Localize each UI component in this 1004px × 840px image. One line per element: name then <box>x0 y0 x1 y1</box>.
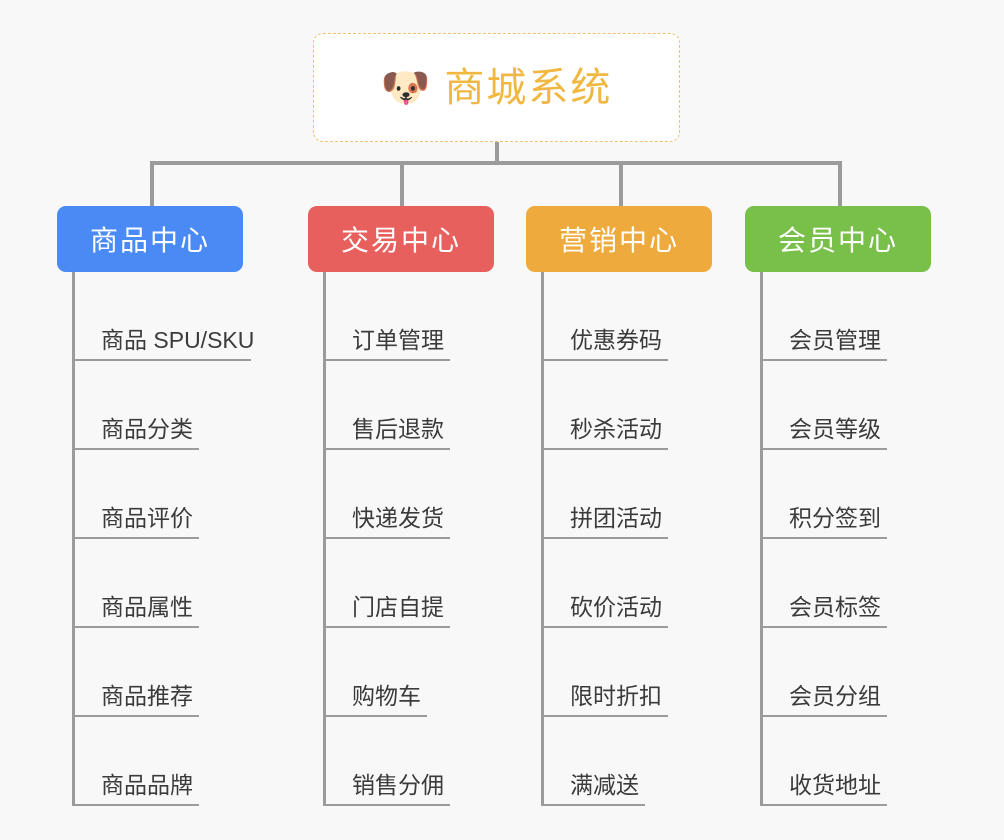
category-header-trade-center[interactable]: 交易中心 <box>308 206 494 272</box>
leaf-item[interactable]: 秒杀活动 <box>526 361 712 450</box>
leaf-item-label: 售后退款 <box>352 415 444 442</box>
leaf-item-label: 满减送 <box>570 771 639 798</box>
leaf-item[interactable]: 商品分类 <box>57 361 243 450</box>
leaf-item-label: 商品品牌 <box>101 771 193 798</box>
leaf-item-label: 会员分组 <box>789 682 881 709</box>
leaf-item[interactable]: 销售分佣 <box>308 717 494 806</box>
category-header-label: 会员中心 <box>777 225 898 256</box>
connector-horizontal-bus <box>150 161 842 165</box>
leaf-item-underline <box>541 626 668 628</box>
leaf-item-label: 收货地址 <box>789 771 881 798</box>
leaf-item-label: 快递发货 <box>352 504 444 531</box>
leaf-item-underline <box>541 359 668 361</box>
connector-drop-member-center <box>838 161 842 208</box>
leaf-item-underline <box>72 804 199 806</box>
branch-column-marketing-center: 营销中心优惠券码秒杀活动拼团活动砍价活动限时折扣满减送 <box>526 206 712 806</box>
leaf-item[interactable]: 砍价活动 <box>526 539 712 628</box>
leaf-item-label: 会员标签 <box>789 593 881 620</box>
leaf-list-member-center: 会员管理会员等级积分签到会员标签会员分组收货地址 <box>745 272 931 806</box>
leaf-item-label: 商品评价 <box>101 504 193 531</box>
category-header-member-center[interactable]: 会员中心 <box>745 206 931 272</box>
leaf-item[interactable]: 门店自提 <box>308 539 494 628</box>
leaf-item-underline <box>323 626 450 628</box>
leaf-item[interactable]: 会员标签 <box>745 539 931 628</box>
leaf-list-trade-center: 订单管理售后退款快递发货门店自提购物车销售分佣 <box>308 272 494 806</box>
leaf-item[interactable]: 商品属性 <box>57 539 243 628</box>
leaf-item-underline <box>760 359 887 361</box>
leaf-item-label: 销售分佣 <box>352 771 444 798</box>
leaf-item[interactable]: 会员等级 <box>745 361 931 450</box>
dog-face-icon: 🐶 <box>380 65 431 110</box>
leaf-item[interactable]: 会员分组 <box>745 628 931 717</box>
branch-column-member-center: 会员中心会员管理会员等级积分签到会员标签会员分组收货地址 <box>745 206 931 806</box>
leaf-item[interactable]: 积分签到 <box>745 450 931 539</box>
leaf-item-label: 订单管理 <box>352 326 444 353</box>
leaf-item-underline <box>72 359 251 361</box>
leaf-item-underline <box>760 626 887 628</box>
connector-root-stem <box>495 142 499 164</box>
leaf-item-underline <box>760 804 887 806</box>
leaf-item[interactable]: 满减送 <box>526 717 712 806</box>
leaf-item-label: 拼团活动 <box>570 504 662 531</box>
leaf-item-underline <box>72 448 199 450</box>
root-node[interactable]: 🐶 商城系统 <box>313 33 680 142</box>
leaf-item[interactable]: 快递发货 <box>308 450 494 539</box>
root-title: 商城系统 <box>444 65 613 110</box>
leaf-item-label: 优惠券码 <box>570 326 662 353</box>
leaf-list-product-center: 商品 SPU/SKU 商品分类商品评价商品属性商品推荐商品品牌 <box>57 272 254 806</box>
leaf-item-underline <box>541 715 668 717</box>
leaf-item-underline <box>541 537 668 539</box>
category-header-marketing-center[interactable]: 营销中心 <box>526 206 712 272</box>
leaf-item-underline <box>72 537 199 539</box>
category-header-label: 交易中心 <box>340 225 461 256</box>
leaf-item[interactable]: 商品 SPU/SKU <box>57 272 254 361</box>
leaf-item-label: 积分签到 <box>789 504 881 531</box>
connector-drop-trade-center <box>400 161 404 208</box>
leaf-item-underline <box>323 448 450 450</box>
branch-column-product-center: 商品中心商品 SPU/SKU 商品分类商品评价商品属性商品推荐商品品牌 <box>57 206 254 806</box>
leaf-item[interactable]: 会员管理 <box>745 272 931 361</box>
leaf-item-underline <box>541 804 645 806</box>
leaf-item-label: 购物车 <box>352 682 421 709</box>
connector-drop-marketing-center <box>619 161 623 208</box>
leaf-item-label: 限时折扣 <box>570 682 662 709</box>
leaf-item[interactable]: 商品评价 <box>57 450 243 539</box>
leaf-item[interactable]: 订单管理 <box>308 272 494 361</box>
category-header-label: 商品中心 <box>89 225 210 256</box>
leaf-item-underline <box>72 626 199 628</box>
leaf-item-label: 门店自提 <box>352 593 444 620</box>
leaf-item-underline <box>760 448 887 450</box>
leaf-item[interactable]: 拼团活动 <box>526 450 712 539</box>
leaf-item-label: 秒杀活动 <box>570 415 662 442</box>
leaf-item-label: 会员等级 <box>789 415 881 442</box>
leaf-item-underline <box>323 359 450 361</box>
leaf-item[interactable]: 商品推荐 <box>57 628 243 717</box>
branch-column-trade-center: 交易中心订单管理售后退款快递发货门店自提购物车销售分佣 <box>308 206 494 806</box>
leaf-item[interactable]: 商品品牌 <box>57 717 243 806</box>
leaf-item-label: 砍价活动 <box>570 593 662 620</box>
leaf-item[interactable]: 售后退款 <box>308 361 494 450</box>
leaf-list-marketing-center: 优惠券码秒杀活动拼团活动砍价活动限时折扣满减送 <box>526 272 712 806</box>
leaf-item-underline <box>72 715 199 717</box>
leaf-item-underline <box>541 448 668 450</box>
leaf-item-underline <box>760 537 887 539</box>
leaf-item-label: 会员管理 <box>789 326 881 353</box>
leaf-item-label: 商品推荐 <box>101 682 193 709</box>
leaf-item[interactable]: 收货地址 <box>745 717 931 806</box>
leaf-item-underline <box>760 715 887 717</box>
leaf-item-label: 商品属性 <box>101 593 193 620</box>
category-header-product-center[interactable]: 商品中心 <box>57 206 243 272</box>
leaf-item-underline <box>323 537 450 539</box>
leaf-item-label: 商品 SPU/SKU <box>101 326 255 353</box>
leaf-item[interactable]: 限时折扣 <box>526 628 712 717</box>
category-header-label: 营销中心 <box>558 225 679 256</box>
connector-drop-product-center <box>150 161 154 208</box>
leaf-item-underline <box>323 804 450 806</box>
leaf-item-underline <box>323 715 427 717</box>
leaf-item-label: 商品分类 <box>101 415 193 442</box>
leaf-item[interactable]: 优惠券码 <box>526 272 712 361</box>
leaf-item[interactable]: 购物车 <box>308 628 494 717</box>
